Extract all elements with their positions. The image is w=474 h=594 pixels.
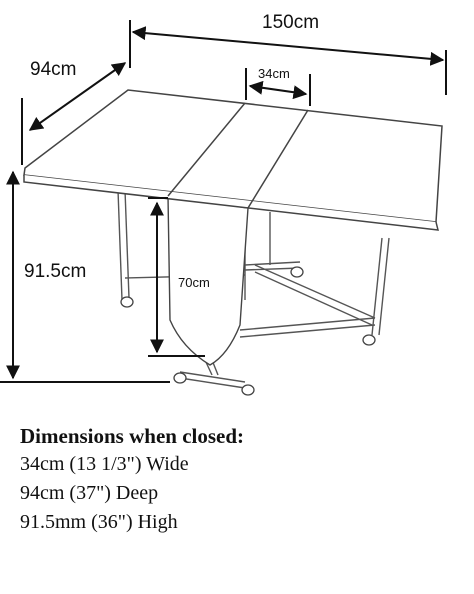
label-height: 91.5cm — [24, 261, 86, 282]
closed-depth: 94cm (37") Deep — [20, 482, 159, 504]
casters — [120, 266, 376, 396]
label-length: 150cm — [262, 12, 319, 33]
table-top — [23, 89, 443, 231]
drop-panel — [167, 195, 249, 366]
table-dimension-diagram: 150cm 94cm 34cm 91.5cm 70cm — [0, 12, 447, 396]
label-board-height: 70cm — [178, 275, 210, 290]
table-frame — [117, 189, 390, 389]
label-depth: 94cm — [30, 59, 76, 80]
dimension-lines — [0, 20, 447, 383]
closed-dimensions-block: Dimensions when closed: 34cm (13 1/3") W… — [20, 422, 460, 537]
closed-height: 91.5mm (36") High — [20, 511, 178, 533]
closed-width: 34cm (13 1/3") Wide — [20, 453, 189, 475]
label-center-width: 34cm — [258, 66, 290, 81]
closed-dimensions-heading: Dimensions when closed: — [20, 424, 245, 448]
